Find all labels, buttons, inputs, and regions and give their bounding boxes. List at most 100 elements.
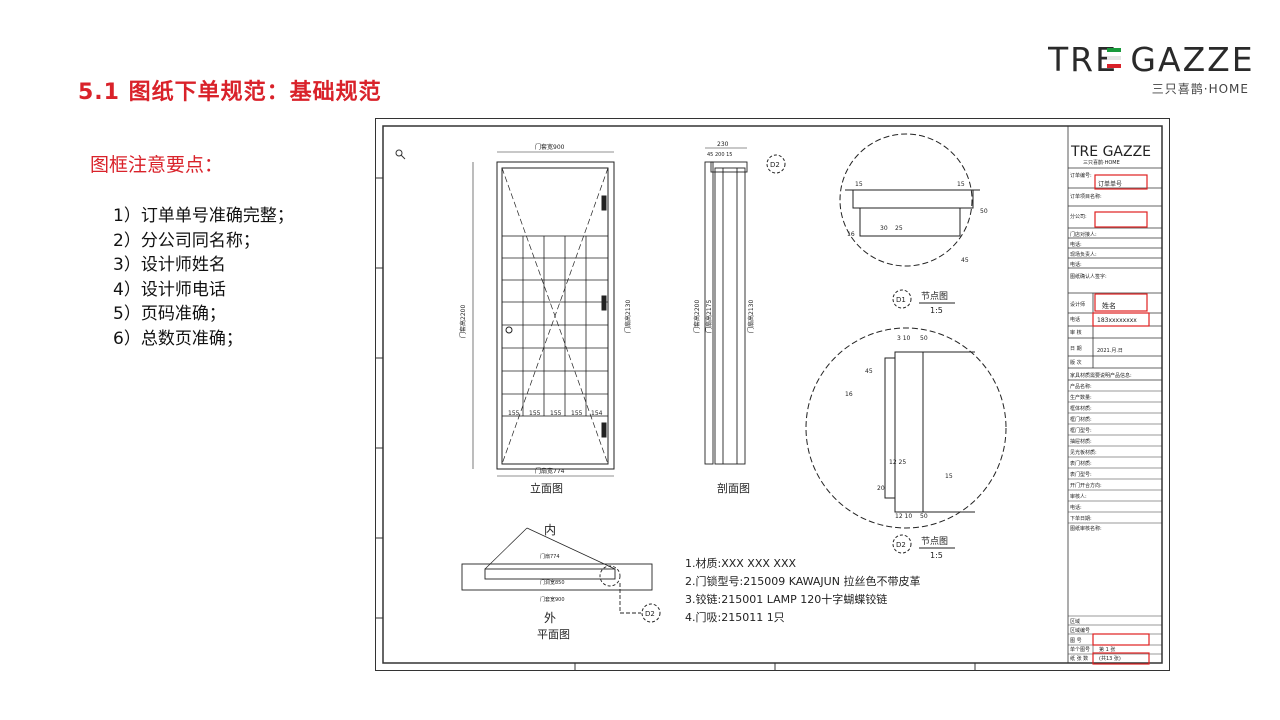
materials-list: 1.材质:XXX XXX XXX 2.门锁型号:215009 KAWAJUN 拉… xyxy=(685,556,920,624)
order-no-label: 订单编号: xyxy=(1070,172,1092,179)
node2-dim: 50 xyxy=(920,513,928,520)
plan-view xyxy=(461,527,653,614)
elevation-width-dim: 门套宽900 xyxy=(535,143,565,151)
elevation-view xyxy=(472,151,615,477)
tb-field: 表门材质: xyxy=(1070,460,1092,467)
tb-field: 框门型号: xyxy=(1070,427,1092,434)
tel-label: 电话: xyxy=(1070,261,1082,268)
plan-dim2: 门洞宽850 xyxy=(540,579,565,586)
tel-label: 电话: xyxy=(1070,241,1082,248)
elevation-height-dim: 门套高2200 xyxy=(459,305,467,338)
section-height-dim: 门套高2200 xyxy=(693,300,701,333)
notes-heading: 图框注意要点： xyxy=(90,154,224,176)
d2-callout: D2 xyxy=(766,154,786,174)
single-page-label: 单个图号 xyxy=(1070,646,1090,653)
confirm-sign-label: 图纸确认人签字: xyxy=(1070,273,1107,280)
date-value: 2021.月.日 xyxy=(1097,348,1123,354)
logo-wordmark: TRE GAZZE xyxy=(1047,40,1253,79)
node1-dim: 50 xyxy=(980,208,988,215)
node1-dim: 45 xyxy=(961,257,969,264)
area-no-label: 区域编号 xyxy=(1070,627,1090,634)
note-item: 3）设计师姓名 xyxy=(113,255,226,275)
tb-field: 审核人: xyxy=(1070,493,1087,500)
notes-list: 1）订单单号准确完整； 2）分公司同名称； 3）设计师姓名 4）设计师电话 5）… xyxy=(113,204,294,351)
svg-text:1:5: 1:5 xyxy=(930,551,943,560)
slide-title: 5.1 图纸下单规范：基础规范 xyxy=(78,80,382,105)
drawing-no-label: 图 号 xyxy=(1070,638,1082,644)
version-label: 版 次 xyxy=(1070,359,1082,366)
svg-text:节点图: 节点图 xyxy=(921,291,948,302)
note-item: 6）总数页准确； xyxy=(113,328,243,349)
title-block-brand-sub: 三只喜鹊·HOME xyxy=(1083,159,1120,166)
node1-dim: 16 xyxy=(847,231,855,238)
bottom-dim: 155 xyxy=(529,410,541,417)
node2-dim: 50 xyxy=(920,335,928,342)
node2-dim: 12 25 xyxy=(889,459,906,466)
node2-label: D2 节点图 1:5 xyxy=(892,534,955,560)
node2-dim: 16 xyxy=(845,391,853,398)
order-no-value: 订单单号 xyxy=(1098,180,1122,188)
node1-dim: 15 xyxy=(957,181,965,188)
page-label: 纸 张 数 xyxy=(1070,655,1088,662)
tb-field: 见光板材质: xyxy=(1070,449,1097,456)
project-label: 订单项目名称: xyxy=(1070,193,1102,200)
note-item: 2）分公司同名称； xyxy=(113,230,260,251)
svg-text:节点图: 节点图 xyxy=(921,536,948,547)
plan-inside-label: 内 xyxy=(544,523,556,537)
magnifier-icon xyxy=(395,149,406,160)
tb-field: 开门开合方向: xyxy=(1070,482,1102,489)
svg-text:D2: D2 xyxy=(896,541,906,549)
logo-text: TRE GAZZE xyxy=(1048,40,1253,79)
designer-value: 姓名 xyxy=(1102,301,1116,310)
designer-tel-value: 183xxxxxxxx xyxy=(1097,317,1137,324)
svg-text:D1: D1 xyxy=(896,296,906,304)
tb-field: 框体材质: xyxy=(1070,405,1092,412)
section-caption: 剖面图 xyxy=(717,481,750,495)
designer-label: 设计师 xyxy=(1070,301,1085,308)
plan-d2-callout: D2 xyxy=(641,603,661,623)
tb-field: 抽屉材质: xyxy=(1070,438,1092,445)
highlight-boxes xyxy=(1092,174,1150,665)
site-manager-label: 现场负责人: xyxy=(1070,251,1097,258)
node2-dim: 45 xyxy=(865,368,873,375)
bottom-dim: 155 xyxy=(508,410,520,417)
section-top-dim: 230 xyxy=(717,141,729,148)
elevation-leaf-dim: 门扇宽774 xyxy=(535,467,565,475)
node2-dim: 15 xyxy=(945,473,953,480)
tb-field: 电话: xyxy=(1070,504,1082,511)
logo-subtitle: 三只喜鹊·HOME xyxy=(1151,82,1249,96)
furniture-info: 家具材质需要说明产品信息: xyxy=(1070,372,1132,379)
node-detail-d2 xyxy=(805,327,1007,529)
bottom-dim: 155 xyxy=(550,410,562,417)
area-label: 区域 xyxy=(1070,618,1080,625)
door-drawing-sheet: 门套宽900 门扇宽774 门套高2200 门扇高2130 155 155 15… xyxy=(375,118,1170,671)
section-top-dim2: 45 200 15 xyxy=(707,152,732,158)
page-value: 第 1 张 xyxy=(1099,646,1115,653)
note-item: 4）设计师电话 xyxy=(113,279,226,300)
plan-dim1: 门扇774 xyxy=(540,553,560,560)
date-label: 日 期 xyxy=(1070,346,1082,352)
contact-label: 门店对接人: xyxy=(1070,231,1097,238)
section-height-dim2: 门扇高2175 xyxy=(705,300,713,333)
node1-dim: 30 xyxy=(880,225,888,232)
tb-field: 下单日期: xyxy=(1070,515,1092,522)
tb-field: 表门型号: xyxy=(1070,471,1092,478)
designer-tel-label: 电话 xyxy=(1070,316,1080,323)
review-label: 审 核 xyxy=(1070,329,1082,336)
tb-field: 生产数量: xyxy=(1070,394,1092,401)
note-item: 1）订单单号准确完整； xyxy=(113,206,294,226)
section-view xyxy=(704,147,748,465)
bottom-dim: 154 xyxy=(591,410,603,417)
svg-text:D2: D2 xyxy=(770,161,780,169)
material-line: 1.材质:XXX XXX XXX xyxy=(685,556,796,570)
total-value: (共13 张) xyxy=(1099,655,1121,662)
brand-logo: TRE GAZZE 三只喜鹊·HOME xyxy=(1047,40,1253,96)
node1-dim: 25 xyxy=(895,225,903,232)
bottom-dim: 155 xyxy=(571,410,583,417)
title-block xyxy=(1067,125,1163,664)
elevation-leaf-height-dim: 门扇高2130 xyxy=(624,300,632,333)
plan-outside-label: 外 xyxy=(544,611,556,625)
branch-label: 分公司: xyxy=(1070,213,1087,220)
tb-field: 图纸审核名称: xyxy=(1070,525,1102,532)
node1-dim: 15 xyxy=(855,181,863,188)
